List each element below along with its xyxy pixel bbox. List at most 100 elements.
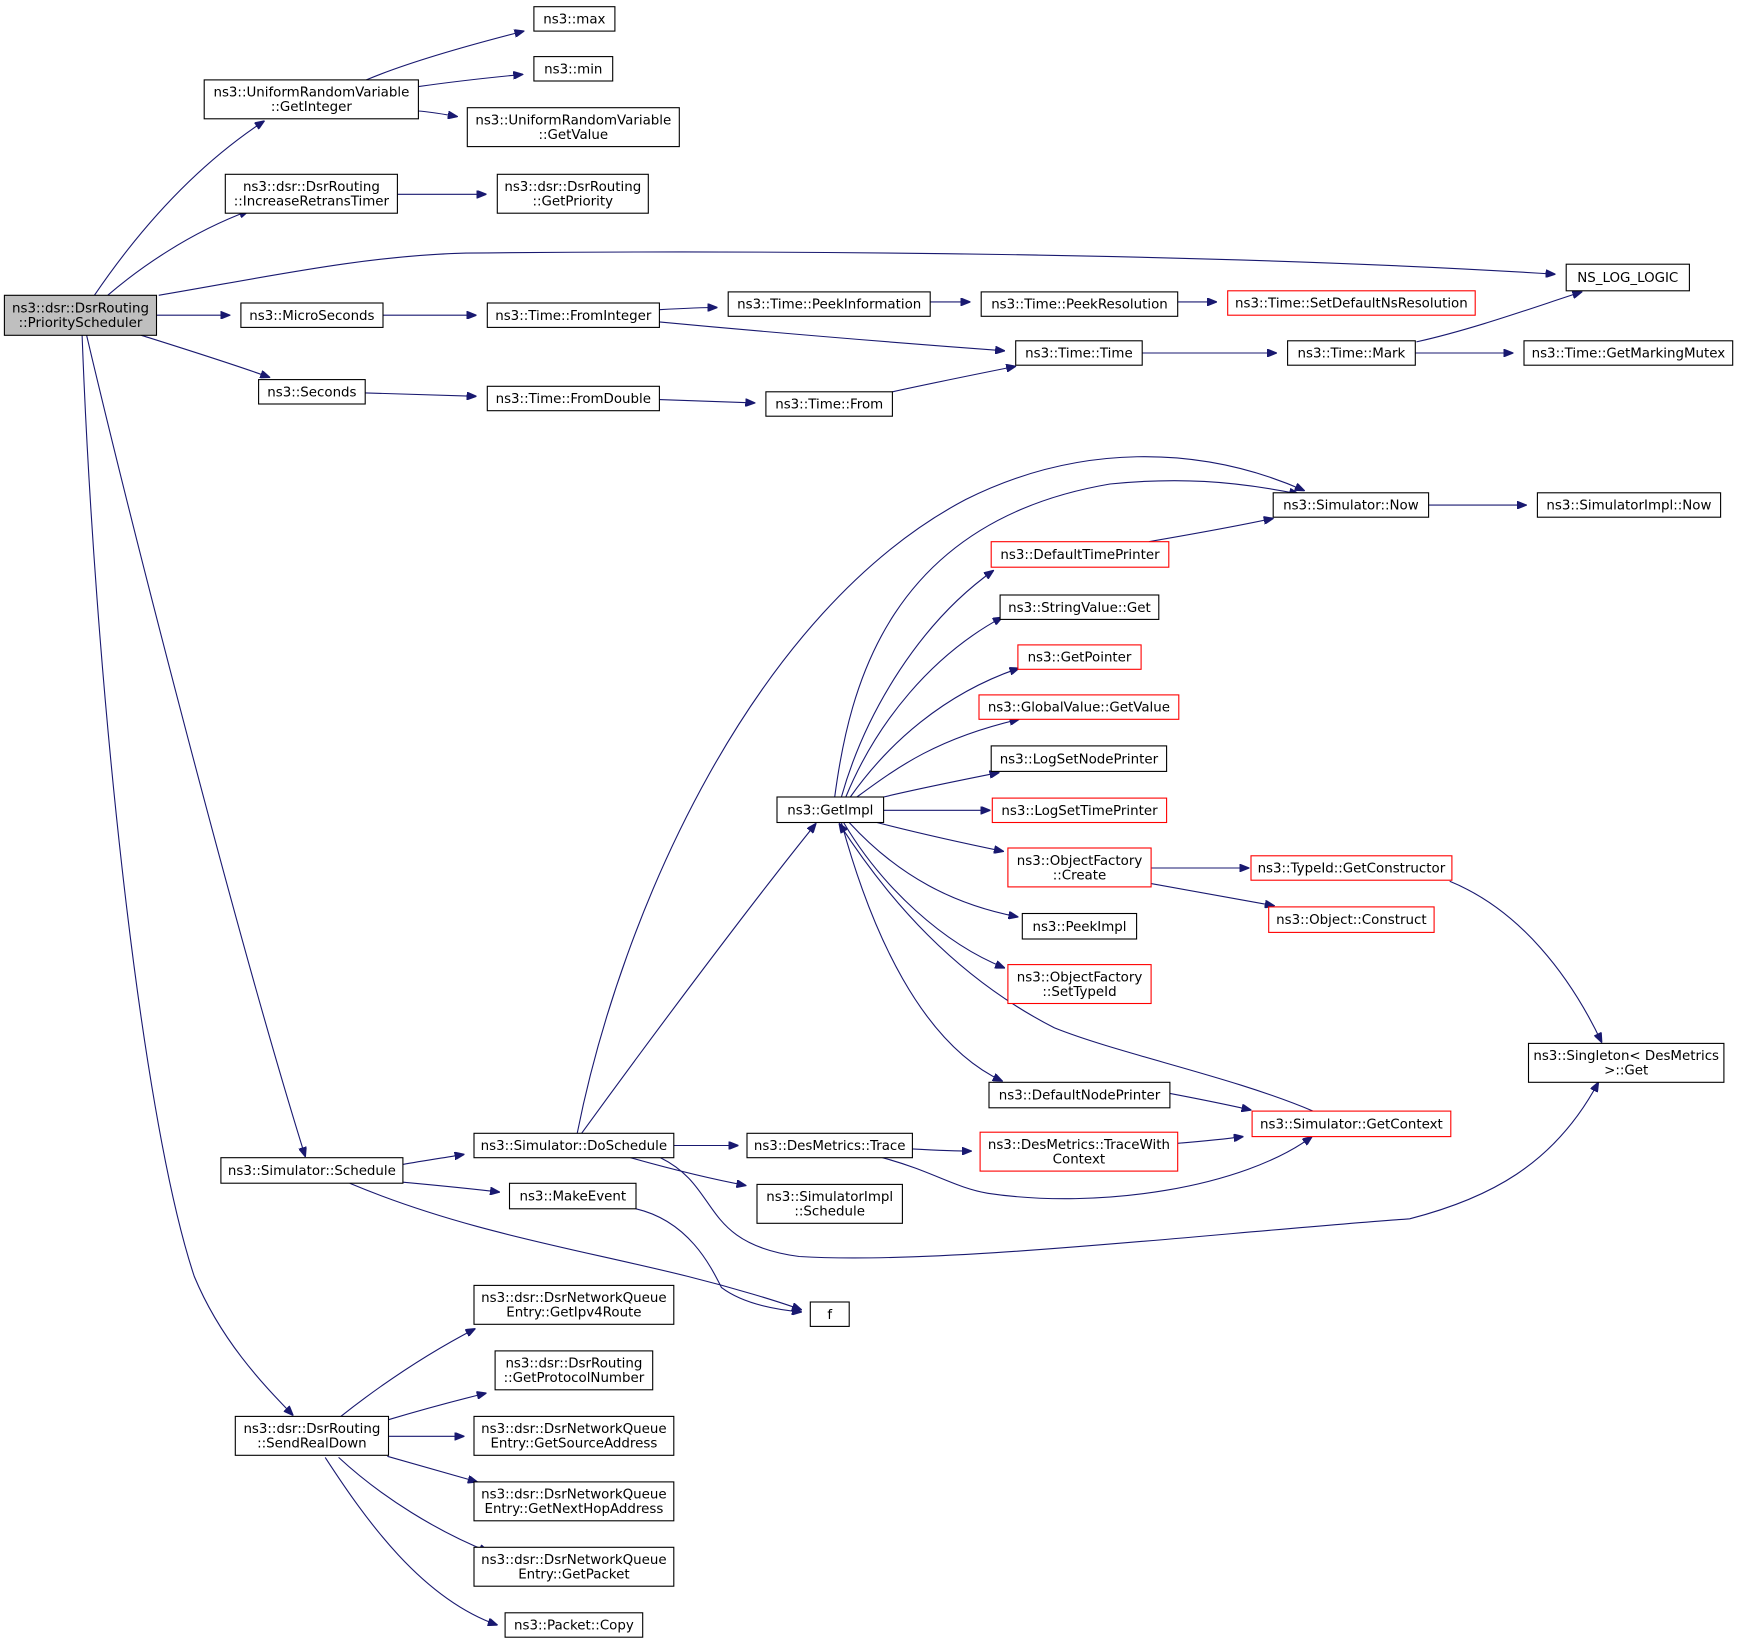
node-peekres[interactable]: ns3::Time::PeekResolution (980, 291, 1179, 317)
node-box[interactable] (494, 1350, 654, 1391)
node-box[interactable] (473, 1284, 675, 1325)
node-box[interactable] (533, 56, 614, 82)
node-box[interactable] (3, 294, 158, 336)
node-globalget[interactable]: ns3::GlobalValue::GetValue (978, 694, 1180, 720)
node-markmutex[interactable]: ns3::Time::GetMarkingMutex (1523, 340, 1734, 366)
node-box[interactable] (240, 302, 384, 328)
node-box[interactable] (258, 379, 366, 405)
node-objconstruct[interactable]: ns3::Object::Construct (1268, 906, 1435, 933)
node-box[interactable] (466, 107, 680, 148)
node-fromint[interactable]: ns3::Time::FromInteger (486, 302, 660, 328)
node-box[interactable] (979, 1131, 1179, 1172)
node-objsettype[interactable]: ns3::ObjectFactory::SetTypeId (1007, 964, 1152, 1005)
node-box[interactable] (978, 694, 1180, 720)
node-box[interactable] (1227, 290, 1476, 316)
node-objcreate[interactable]: ns3::ObjectFactory::Create (1007, 847, 1152, 888)
node-box[interactable] (220, 1157, 404, 1184)
node-max[interactable]: ns3::max (533, 6, 616, 32)
node-mark[interactable]: ns3::Time::Mark (1287, 340, 1416, 366)
node-box[interactable] (990, 541, 1170, 568)
node-sendreal[interactable]: ns3::dsr::DsrRouting::SendRealDown (234, 1415, 390, 1456)
node-box[interactable] (727, 291, 931, 317)
node-box[interactable] (1250, 855, 1453, 881)
node-box[interactable] (765, 391, 893, 417)
node-box[interactable] (1287, 340, 1416, 366)
node-box[interactable] (504, 1612, 644, 1638)
node-box[interactable] (1268, 906, 1435, 933)
node-box[interactable] (988, 1081, 1171, 1109)
node-box[interactable] (1015, 340, 1143, 366)
node-typeidctor[interactable]: ns3::TypeId::GetConstructor (1250, 855, 1453, 881)
node-getproto[interactable]: ns3::dsr::DsrRouting::GetProtocolNumber (494, 1350, 654, 1391)
node-box[interactable] (1251, 1110, 1452, 1138)
node-from[interactable]: ns3::Time::From (765, 391, 893, 417)
node-box[interactable] (990, 745, 1168, 772)
node-box[interactable] (203, 79, 419, 120)
node-f[interactable]: f (809, 1301, 850, 1327)
node-getpacket[interactable]: ns3::dsr::DsrNetworkQueueEntry::GetPacke… (473, 1546, 675, 1587)
node-box[interactable] (991, 797, 1168, 824)
node-getnexthop[interactable]: ns3::dsr::DsrNetworkQueueEntry::GetNextH… (473, 1481, 675, 1522)
node-box[interactable] (473, 1546, 675, 1587)
node-box[interactable] (1021, 912, 1138, 940)
node-singleton[interactable]: ns3::Singleton< DesMetrics >::Get (1527, 1042, 1725, 1083)
node-box[interactable] (999, 594, 1160, 620)
node-setdefres[interactable]: ns3::Time::SetDefaultNsResolution (1227, 290, 1476, 316)
node-fromdouble[interactable]: ns3::Time::FromDouble (486, 385, 660, 412)
node-box[interactable] (1527, 1042, 1725, 1083)
node-uni_getval[interactable]: ns3::UniformRandomVariable::GetValue (466, 107, 680, 148)
node-simnow[interactable]: ns3::Simulator::Now (1272, 492, 1430, 518)
node-deftimeprinter[interactable]: ns3::DefaultTimePrinter (990, 541, 1170, 568)
node-box[interactable] (1007, 847, 1152, 888)
node-schedule[interactable]: ns3::Simulator::Schedule (220, 1157, 404, 1184)
node-seconds[interactable]: ns3::Seconds (258, 379, 366, 405)
node-peekimpl[interactable]: ns3::PeekImpl (1021, 912, 1138, 940)
node-getpointer[interactable]: ns3::GetPointer (1017, 644, 1142, 670)
node-box[interactable] (473, 1132, 675, 1159)
node-makeevent[interactable]: ns3::MakeEvent (508, 1182, 637, 1210)
node-box[interactable] (486, 302, 660, 328)
node-getpriority[interactable]: ns3::dsr::DsrRouting::GetPriority (496, 173, 649, 214)
node-logsettime[interactable]: ns3::LogSetTimePrinter (991, 797, 1168, 824)
node-uni_getint[interactable]: ns3::UniformRandomVariable::GetInteger (203, 79, 419, 120)
node-box[interactable] (224, 173, 398, 214)
node-box[interactable] (809, 1301, 850, 1327)
node-peekinfo[interactable]: ns3::Time::PeekInformation (727, 291, 931, 317)
node-min[interactable]: ns3::min (533, 56, 614, 82)
node-box[interactable] (1272, 492, 1430, 518)
node-micro[interactable]: ns3::MicroSeconds (240, 302, 384, 328)
node-getsrc[interactable]: ns3::dsr::DsrNetworkQueueEntry::GetSourc… (473, 1415, 675, 1456)
node-box[interactable] (234, 1415, 390, 1456)
node-box[interactable] (1523, 340, 1734, 366)
node-simimplnow[interactable]: ns3::SimulatorImpl::Now (1536, 492, 1722, 518)
node-getipv4[interactable]: ns3::dsr::DsrNetworkQueueEntry::GetIpv4R… (473, 1284, 675, 1325)
node-logsetnode[interactable]: ns3::LogSetNodePrinter (990, 745, 1168, 772)
node-strget[interactable]: ns3::StringValue::Get (999, 594, 1160, 620)
node-doschedule[interactable]: ns3::Simulator::DoSchedule (473, 1132, 675, 1159)
node-box[interactable] (508, 1182, 637, 1210)
node-root[interactable]: ns3::dsr::DsrRouting::PriorityScheduler (3, 294, 158, 336)
node-box[interactable] (533, 6, 616, 32)
node-destrace[interactable]: ns3::DesMetrics::Trace (746, 1132, 913, 1159)
node-box[interactable] (1017, 644, 1142, 670)
node-simimplsched[interactable]: ns3::SimulatorImpl::Schedule (756, 1183, 903, 1224)
node-box[interactable] (486, 385, 660, 412)
node-box[interactable] (756, 1183, 903, 1224)
node-box[interactable] (1536, 492, 1722, 518)
node-nslog[interactable]: NS_LOG_LOGIC (1565, 263, 1690, 292)
node-timetime[interactable]: ns3::Time::Time (1015, 340, 1143, 366)
node-defnodeprinter[interactable]: ns3::DefaultNodePrinter (988, 1081, 1171, 1109)
node-pktcopy[interactable]: ns3::Packet::Copy (504, 1612, 644, 1638)
node-incretrans[interactable]: ns3::dsr::DsrRouting::IncreaseRetransTim… (224, 173, 398, 214)
node-box[interactable] (1007, 964, 1152, 1005)
node-box[interactable] (473, 1481, 675, 1522)
node-box[interactable] (746, 1132, 913, 1159)
node-box[interactable] (496, 173, 649, 214)
node-box[interactable] (776, 796, 885, 824)
node-getcontext[interactable]: ns3::Simulator::GetContext (1251, 1110, 1452, 1138)
node-getimpl[interactable]: ns3::GetImpl (776, 796, 885, 824)
node-box[interactable] (980, 291, 1179, 317)
node-box[interactable] (1565, 263, 1690, 292)
node-box[interactable] (473, 1415, 675, 1456)
